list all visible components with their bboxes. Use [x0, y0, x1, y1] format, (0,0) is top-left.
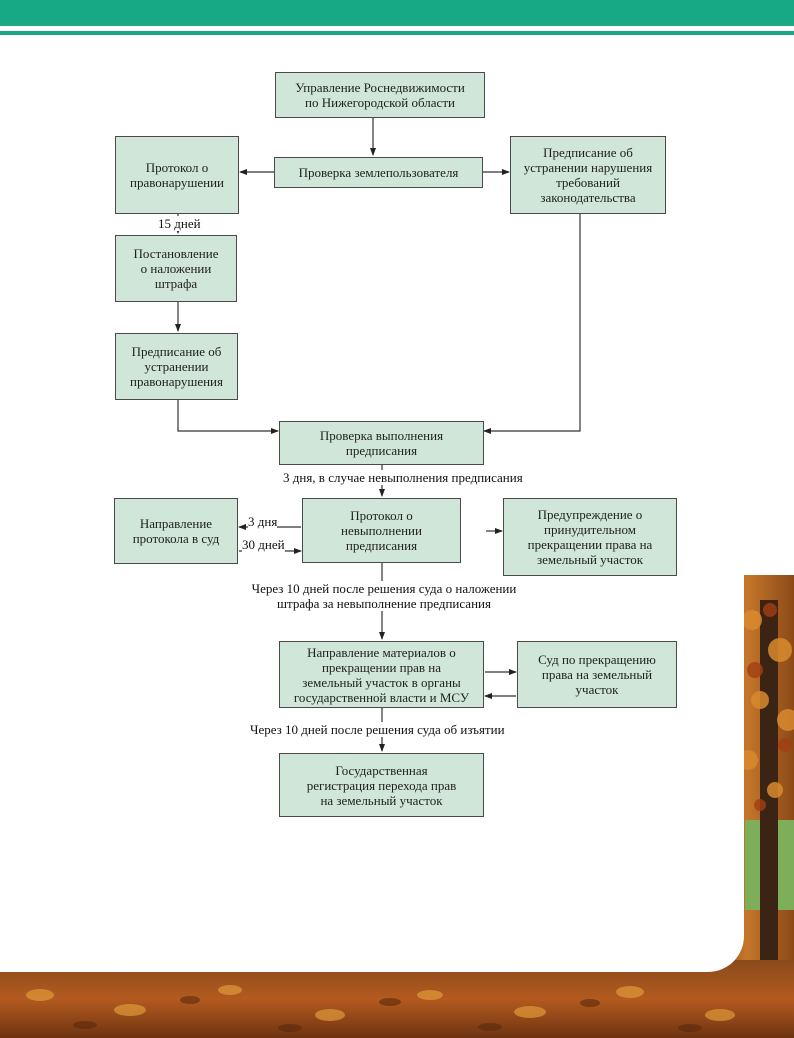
header-bar [0, 0, 794, 26]
box-order-fix-offense: Предписание об устранении правонарушения [115, 333, 238, 400]
box-protocol-offense: Протокол о правонарушении [115, 136, 239, 214]
label-30-days: 30 дней [242, 537, 285, 552]
box-check-landuser: Проверка землепользователя [274, 157, 483, 188]
label-3-days-nonfulfillment: 3 дня, в случае невыполнения предписания [283, 470, 523, 485]
label-after-court-fine: Через 10 дней после решения суда о налож… [234, 581, 534, 611]
label-3-days: 3 дня [248, 514, 278, 529]
box-rosnedvizhimost: Управление Роснедвижимости по Нижегородс… [275, 72, 485, 118]
box-send-to-court: Направление протокола в суд [114, 498, 238, 564]
box-court-termination: Суд по прекращению права на земельный уч… [517, 641, 677, 708]
box-materials-termination: Направление материалов о прекращении пра… [279, 641, 484, 708]
box-check-execution: Проверка выполнения предписания [279, 421, 484, 465]
arrow-order-to-checkexec [483, 214, 581, 434]
box-state-registration: Государственная регистрация перехода пра… [279, 753, 484, 817]
arrow-orderfix-to-checkexec [177, 400, 279, 434]
label-15-days: 15 дней [158, 216, 201, 231]
box-fine-decision: Постановление о наложении штрафа [115, 235, 237, 302]
box-protocol-nonfulfillment: Протокол о невыполнении предписания [302, 498, 461, 563]
label-after-court-seizure: Через 10 дней после решения суда об изъя… [250, 722, 505, 737]
header-rule [0, 31, 794, 35]
box-warning-termination: Предупреждение о принудительном прекраще… [503, 498, 677, 576]
box-order-law-violation: Предписание об устранении нарушения треб… [510, 136, 666, 214]
